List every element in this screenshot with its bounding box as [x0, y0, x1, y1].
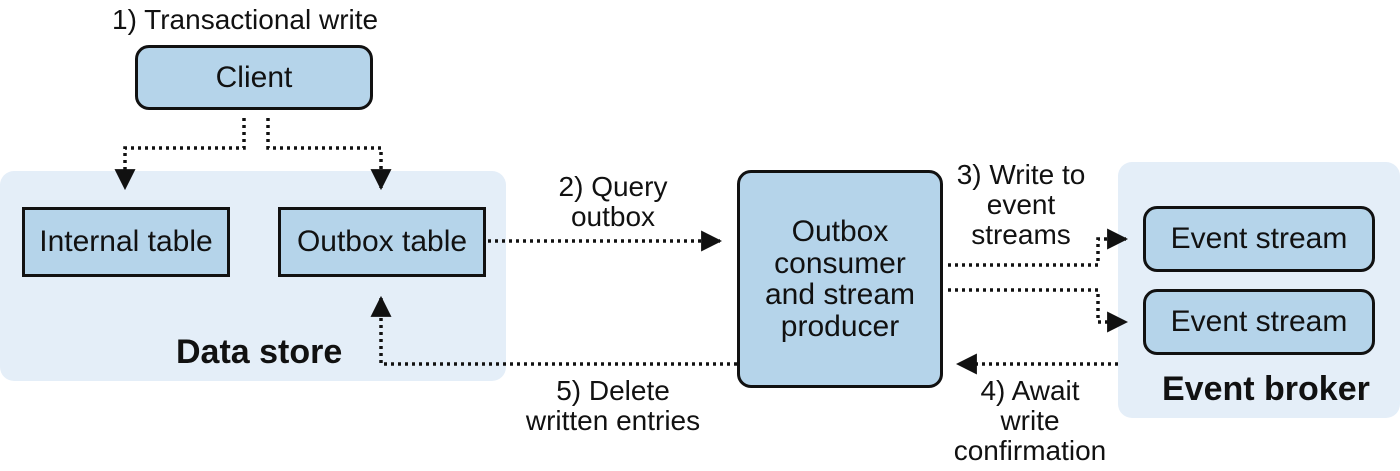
client-node: Client: [135, 45, 373, 110]
step2-label: 2) Query outbox: [548, 172, 678, 232]
step5-label: 5) Delete written entries: [508, 376, 718, 436]
event-stream-label-1: Event stream: [1170, 222, 1348, 256]
step5-line2: written entries: [525, 405, 701, 436]
event-stream-node-1: Event stream: [1143, 206, 1375, 272]
step4-line1: 4) Await: [980, 375, 1080, 406]
internal-table-label: Internal table: [39, 225, 213, 259]
step1-label: 1) Transactional write: [112, 4, 379, 35]
step3-label: 3) Write to event streams: [950, 160, 1092, 250]
outbox-consumer-node: Outbox consumer and stream producer: [737, 170, 943, 388]
step3-line3: streams: [971, 219, 1071, 250]
step3-line2: event: [986, 189, 1056, 220]
step4-line2: write: [1000, 405, 1060, 436]
data-store-label: Data store: [176, 333, 343, 371]
step4-label: 4) Await write confirmation: [944, 376, 1116, 466]
outbox-table-node: Outbox table: [278, 207, 486, 277]
step3-line1: 3) Write to: [956, 159, 1086, 190]
step2-line2: outbox: [570, 201, 656, 232]
edge-client-to-internal-table: [114, 118, 246, 191]
edge-write-stream-2: [948, 288, 1129, 333]
edge-client-to-outbox-table: [266, 118, 392, 191]
edge-delete-entries: [370, 295, 737, 366]
event-stream-node-2: Event stream: [1143, 289, 1375, 355]
step4-line3: confirmation: [953, 435, 1107, 466]
step5-line1: 5) Delete: [556, 375, 670, 406]
event-broker-label: Event broker: [1162, 370, 1370, 408]
outbox-table-label: Outbox table: [296, 225, 468, 259]
client-label: Client: [215, 60, 293, 94]
event-stream-label-2: Event stream: [1170, 305, 1348, 339]
step2-line1: 2) Query: [558, 171, 668, 202]
edge-write-stream-1: [948, 228, 1129, 267]
internal-table-node: Internal table: [22, 207, 230, 277]
outbox-consumer-label: Outbox consumer and stream producer: [764, 215, 916, 343]
